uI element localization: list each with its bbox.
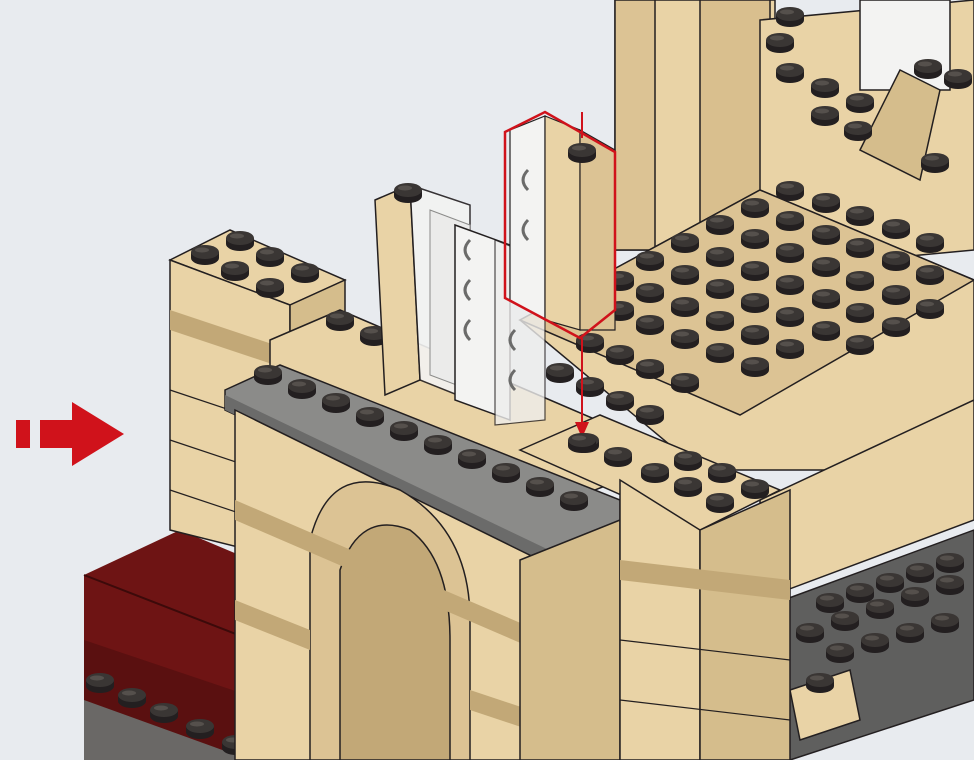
placed-brick [510,116,615,330]
arrow-right-icon [16,402,124,466]
target-stud [568,433,596,453]
